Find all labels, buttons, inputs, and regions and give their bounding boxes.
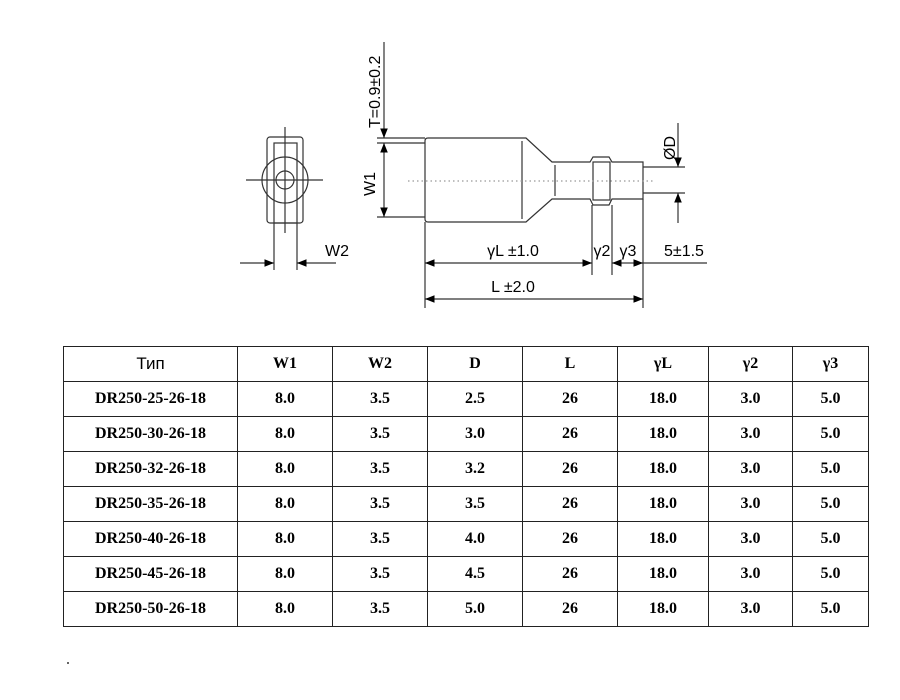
table-cell: 5.0 [792, 521, 869, 557]
table-cell: 4.5 [427, 556, 523, 592]
table-cell: 3.5 [427, 486, 523, 522]
table-cell: 18.0 [617, 451, 709, 487]
table-cell: 3.0 [708, 381, 793, 417]
table-cell: 8.0 [237, 381, 333, 417]
table-cell: 3.5 [332, 521, 428, 557]
table-cell: DR250-32-26-18 [63, 451, 238, 487]
table-cell: 3.0 [708, 521, 793, 557]
column-header: γL [617, 346, 709, 382]
diameter-label: ØD [662, 136, 679, 160]
table-cell: DR250-50-26-18 [63, 591, 238, 627]
table-cell: 3.5 [332, 556, 428, 592]
gamma3-label: γ3 [620, 243, 637, 260]
table-cell: 3.5 [332, 591, 428, 627]
table-cell: 3.0 [708, 591, 793, 627]
table-cell: 4.0 [427, 521, 523, 557]
front-view [240, 127, 336, 270]
table-cell: 26 [522, 486, 618, 522]
table-cell: 5.0 [792, 381, 869, 417]
table-cell: 3.5 [332, 451, 428, 487]
terminal-technical-drawing: W2 T=0.9±0.2 W1 ØD γL ±1.0 γ2 γ3 5±1.5 L… [240, 42, 707, 308]
table-cell: DR250-35-26-18 [63, 486, 238, 522]
table-cell: DR250-40-26-18 [63, 521, 238, 557]
table-cell: 5.0 [792, 451, 869, 487]
gamma2-label: γ2 [594, 243, 611, 260]
table-cell: 26 [522, 556, 618, 592]
table-cell: 26 [522, 451, 618, 487]
table-cell: 8.0 [237, 521, 333, 557]
table-cell: DR250-25-26-18 [63, 381, 238, 417]
column-header: γ2 [708, 346, 793, 382]
table-cell: 26 [522, 416, 618, 452]
table-cell: 26 [522, 591, 618, 627]
table-cell: 8.0 [237, 486, 333, 522]
table-cell: 3.0 [708, 416, 793, 452]
table-cell: 3.2 [427, 451, 523, 487]
gamma-l-label: γL ±1.0 [487, 243, 539, 260]
table-cell: 18.0 [617, 591, 709, 627]
table-cell: 2.5 [427, 381, 523, 417]
table-cell: 3.0 [708, 451, 793, 487]
table-cell: DR250-30-26-18 [63, 416, 238, 452]
table-cell: 3.0 [427, 416, 523, 452]
table-cell: 3.5 [332, 416, 428, 452]
table-cell: 18.0 [617, 381, 709, 417]
table-cell: 5.0 [792, 486, 869, 522]
table-cell: DR250-45-26-18 [63, 556, 238, 592]
w1-label: W1 [362, 172, 379, 196]
table-cell: 18.0 [617, 556, 709, 592]
table-cell: 18.0 [617, 521, 709, 557]
thickness-label: T=0.9±0.2 [367, 56, 384, 128]
column-header: γ3 [792, 346, 869, 382]
table-cell: 5.0 [792, 591, 869, 627]
side-view [377, 42, 707, 308]
stray-dot [67, 662, 69, 664]
table-cell: 5.0 [427, 591, 523, 627]
column-header: L [522, 346, 618, 382]
column-header: Тип [63, 346, 238, 382]
table-cell: 18.0 [617, 486, 709, 522]
table-cell: 8.0 [237, 556, 333, 592]
table-cell: 26 [522, 521, 618, 557]
table-cell: 18.0 [617, 416, 709, 452]
table-cell: 3.0 [708, 556, 793, 592]
table-cell: 8.0 [237, 451, 333, 487]
table-cell: 3.5 [332, 486, 428, 522]
tail-length-label: 5±1.5 [664, 243, 704, 260]
column-header: W1 [237, 346, 333, 382]
w2-label: W2 [325, 243, 349, 260]
table-cell: 5.0 [792, 416, 869, 452]
total-length-label: L ±2.0 [491, 279, 535, 296]
table-cell: 8.0 [237, 416, 333, 452]
table-cell: 26 [522, 381, 618, 417]
table-cell: 3.0 [708, 486, 793, 522]
column-header: W2 [332, 346, 428, 382]
column-header: D [427, 346, 523, 382]
table-cell: 8.0 [237, 591, 333, 627]
table-cell: 3.5 [332, 381, 428, 417]
table-cell: 5.0 [792, 556, 869, 592]
